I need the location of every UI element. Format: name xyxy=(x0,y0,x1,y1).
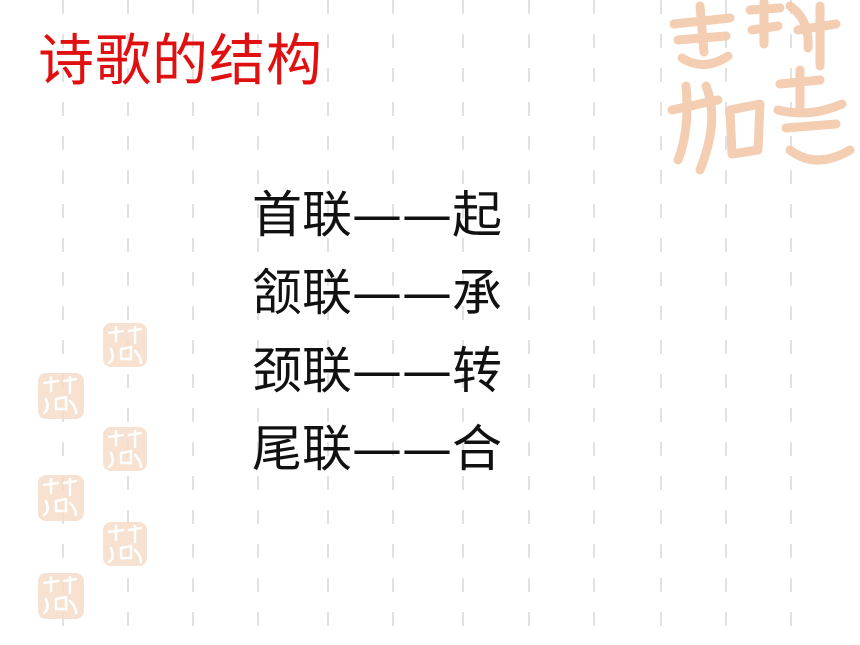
slide-title: 诗歌的结构 xyxy=(38,29,323,94)
grid-line xyxy=(462,0,464,645)
grid-line xyxy=(593,0,595,645)
auspicious-calligraphy-logo xyxy=(667,0,855,175)
structure-line-opening: 首联——起 xyxy=(252,186,502,244)
auspicious-seal-icon xyxy=(38,373,84,419)
grid-line xyxy=(660,0,662,645)
auspicious-seal-icon xyxy=(38,573,84,619)
grid-line xyxy=(327,0,329,645)
structure-line-development: 颔联——承 xyxy=(252,264,502,322)
grid-line xyxy=(257,0,259,645)
structure-line-turn: 颈联——转 xyxy=(252,342,502,400)
auspicious-seal-icon xyxy=(103,522,147,566)
auspicious-seal-icon xyxy=(38,475,84,521)
grid-line xyxy=(528,0,530,645)
structure-list: 首联——起 颔联——承 颈联——转 尾联——合 xyxy=(252,176,502,488)
grid-line xyxy=(127,0,129,645)
structure-line-conclusion: 尾联——合 xyxy=(252,420,502,478)
grid-line xyxy=(62,0,64,645)
grid-line xyxy=(790,0,792,645)
auspicious-seal-icon xyxy=(103,427,147,471)
grid-line xyxy=(192,0,194,645)
auspicious-seal-icon xyxy=(103,323,147,367)
grid-line xyxy=(725,0,727,645)
grid-line xyxy=(392,0,394,645)
